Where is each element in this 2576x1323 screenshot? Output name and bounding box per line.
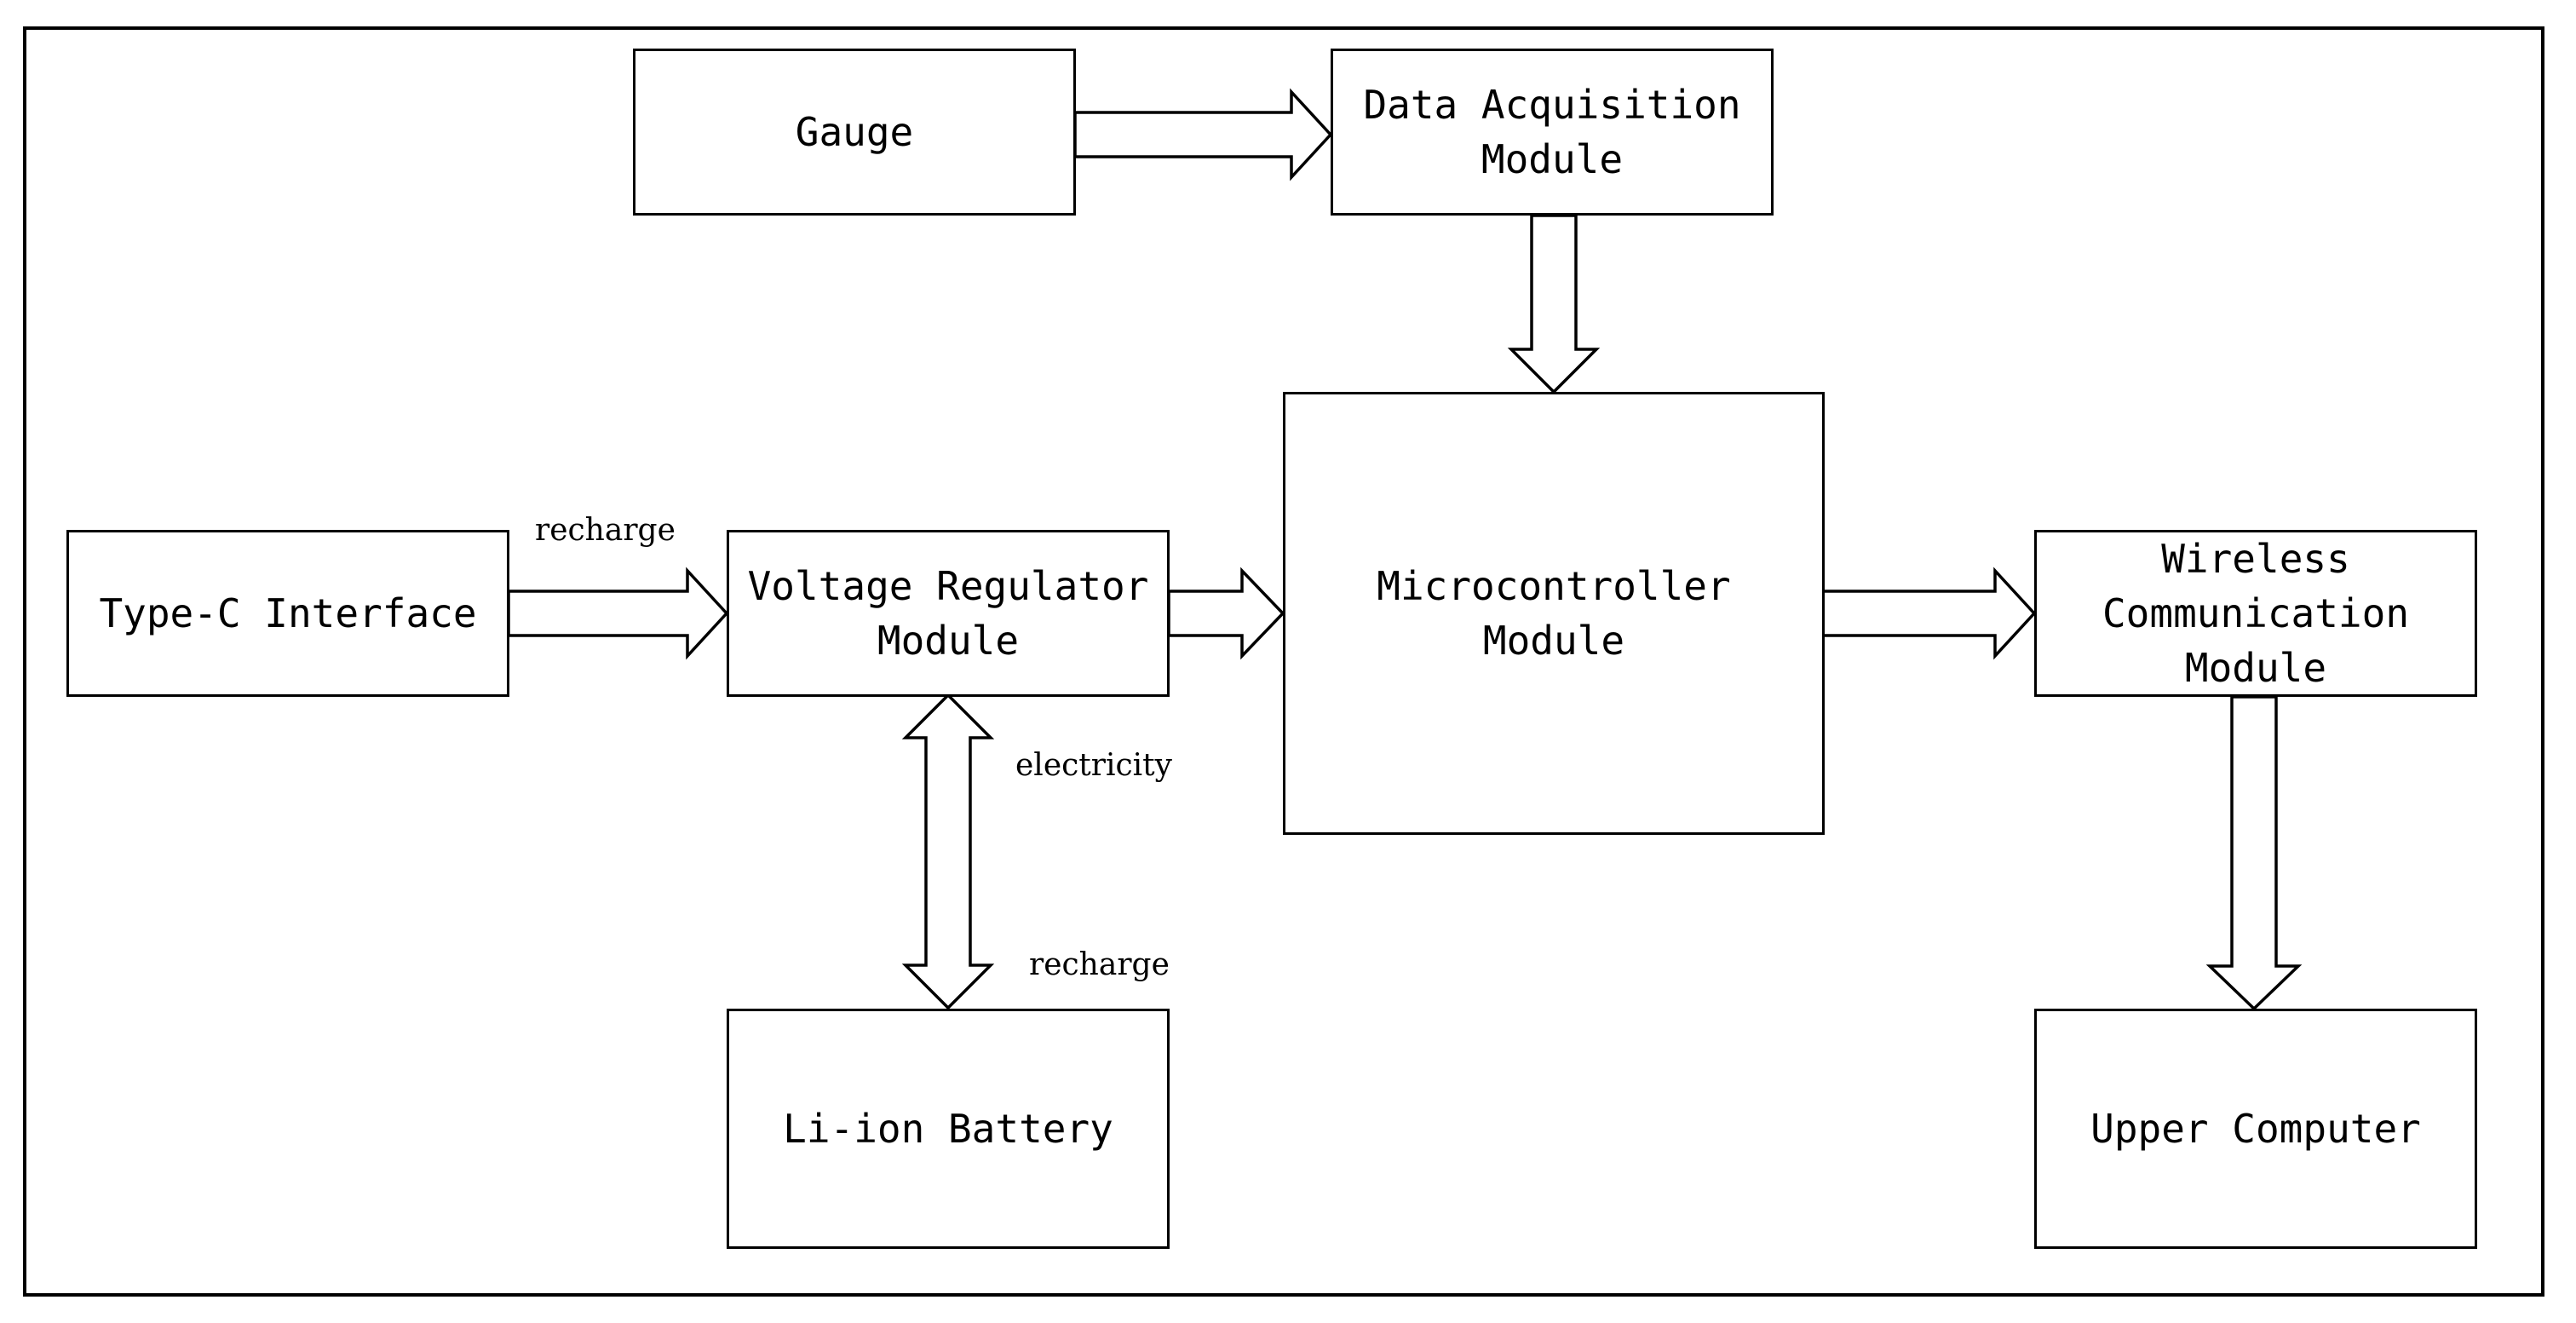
recharge-label-top: recharge xyxy=(535,513,676,548)
data-acquisition-label: Data Acquisition Module xyxy=(1363,82,1741,182)
microcontroller-label: Microcontroller Module xyxy=(1377,563,1731,664)
wireless-communication-block: Wireless Communication Module xyxy=(2034,530,2477,697)
arrow-voltage-regulator-to-microcontroller xyxy=(1167,567,1285,660)
upper-computer-block: Upper Computer xyxy=(2034,1009,2477,1249)
voltage-regulator-block: Voltage Regulator Module xyxy=(727,530,1170,697)
upper-computer-label: Upper Computer xyxy=(2090,1106,2421,1152)
diagram-frame xyxy=(23,26,2544,1297)
arrow-data-acquisition-to-microcontroller xyxy=(1507,214,1601,394)
gauge-block: Gauge xyxy=(633,49,1076,216)
arrow-gauge-to-data-acquisition xyxy=(1073,88,1333,181)
voltage-regulator-label: Voltage Regulator Module xyxy=(747,563,1149,664)
gauge-label: Gauge xyxy=(795,109,914,155)
type-c-interface-label: Type-C Interface xyxy=(99,590,477,636)
arrow-wireless-to-upper-computer xyxy=(2205,695,2303,1011)
arrow-typec-to-voltage-regulator xyxy=(507,567,729,660)
li-ion-battery-label: Li-ion Battery xyxy=(783,1106,1113,1152)
electricity-label: electricity xyxy=(1015,748,1172,783)
arrow-microcontroller-to-wireless xyxy=(1821,567,2037,660)
recharge-label-bottom: recharge xyxy=(1029,947,1170,982)
microcontroller-block: Microcontroller Module xyxy=(1283,392,1825,835)
type-c-interface-block: Type-C Interface xyxy=(66,530,509,697)
wireless-communication-label: Wireless Communication Module xyxy=(2102,536,2410,691)
li-ion-battery-block: Li-ion Battery xyxy=(727,1009,1170,1249)
data-acquisition-block: Data Acquisition Module xyxy=(1331,49,1774,216)
arrow-voltage-regulator-battery-bidirectional xyxy=(901,693,995,1010)
